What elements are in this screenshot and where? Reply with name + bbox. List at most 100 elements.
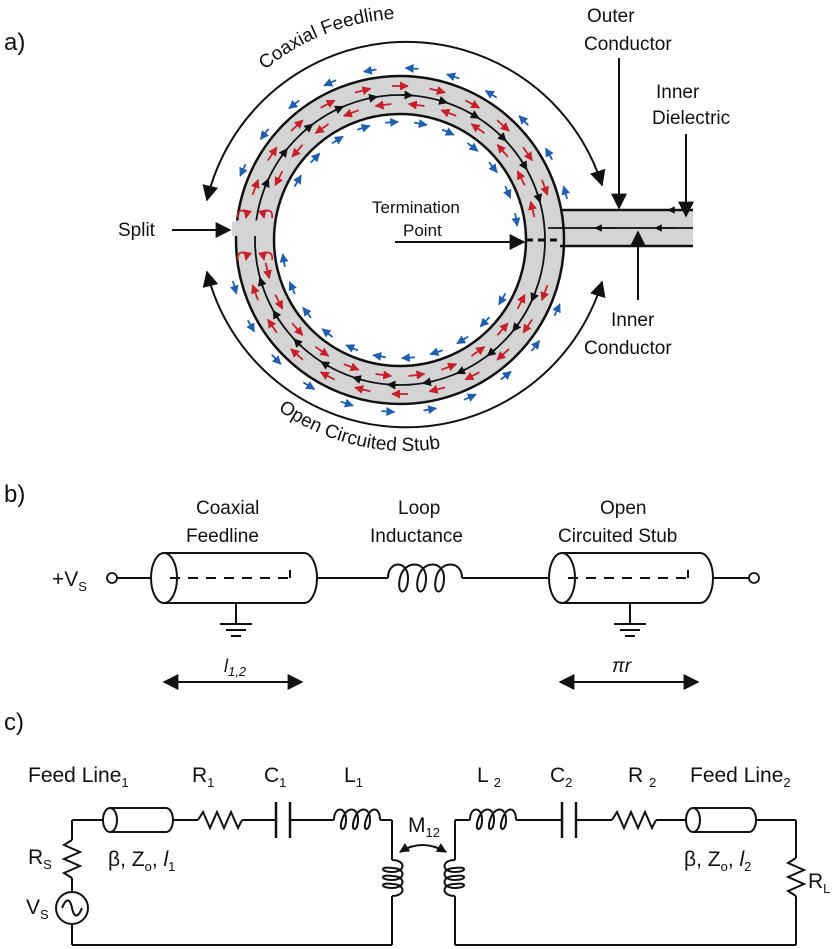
outer-label-1: Outer xyxy=(587,6,635,27)
red-current-arrow xyxy=(464,371,480,381)
red-current-arrow xyxy=(342,108,360,118)
rs-resistor xyxy=(61,839,83,879)
params2-label: β, Zo, l2 xyxy=(684,848,751,874)
feed1-label: Feed Line1 xyxy=(28,764,129,790)
blue-current-arrow xyxy=(288,99,300,110)
dielectric-ring xyxy=(236,76,564,404)
blue-current-arrow xyxy=(423,405,438,415)
blue-current-arrow xyxy=(239,163,248,177)
blue-current-arrow xyxy=(321,328,334,338)
blue-current-arrow xyxy=(309,152,321,164)
termination-label-1: Termination xyxy=(372,198,460,217)
red-current-arrow xyxy=(496,119,510,132)
inner-current-arrow xyxy=(272,309,282,320)
split-curl-arrow xyxy=(236,209,252,219)
red-current-arrow xyxy=(354,86,372,95)
red-current-arrow xyxy=(320,99,336,109)
red-current-arrow xyxy=(343,362,360,372)
vs-label: +VS xyxy=(52,568,87,594)
blue-current-arrow xyxy=(446,72,460,82)
blue-current-arrow xyxy=(288,281,297,295)
split-curl-arrow xyxy=(258,251,274,261)
termination-label-2: Point xyxy=(403,221,442,240)
red-current-arrow xyxy=(354,385,371,394)
params1-label: β, Zo, l1 xyxy=(108,848,175,874)
inner-current-arrow xyxy=(455,366,467,375)
blue-current-arrow xyxy=(345,344,359,353)
l2-inductor xyxy=(469,808,517,830)
coax-feedline-symbol xyxy=(150,552,318,637)
panel-label-b: b) xyxy=(4,481,25,508)
blue-current-arrow xyxy=(229,280,239,295)
inner-current-arrow xyxy=(402,90,414,100)
blue-current-arrow xyxy=(413,119,428,128)
blue-current-arrow xyxy=(544,147,554,161)
output-terminal xyxy=(748,572,760,584)
vs-label-c: VS xyxy=(26,896,49,922)
red-current-arrow xyxy=(314,123,330,134)
coaxial-feedline-label: Coaxial Feedline xyxy=(255,3,395,74)
r2-label: R 2 xyxy=(628,764,656,790)
inner-conductor-label-1: Inner xyxy=(611,310,655,331)
current-arrows xyxy=(229,64,571,416)
blue-current-arrow xyxy=(372,352,387,361)
blue-current-arrow xyxy=(463,393,477,402)
l1-label: L1 xyxy=(344,764,363,790)
blue-current-arrow xyxy=(530,340,541,352)
blue-current-arrow xyxy=(400,353,415,363)
red-current-arrow xyxy=(291,322,304,336)
blue-current-arrow xyxy=(293,174,302,188)
blue-current-arrow xyxy=(500,370,512,381)
blue-current-arrow xyxy=(552,303,561,317)
inner-current-arrow xyxy=(351,375,363,384)
inner-current-arrow xyxy=(320,360,331,370)
blue-current-arrow xyxy=(362,65,377,75)
blue-current-arrow xyxy=(503,185,512,199)
inner-current-arrow xyxy=(303,123,314,133)
r1-label: R1 xyxy=(192,764,214,790)
inner-conductor-label-2: Conductor xyxy=(584,338,672,359)
red-current-arrow xyxy=(267,146,278,162)
blue-current-arrow xyxy=(271,354,282,365)
red-current-arrow xyxy=(290,348,304,361)
blue-current-arrow xyxy=(246,319,256,333)
open-stub-symbol xyxy=(548,552,714,637)
m12-label: M12 xyxy=(408,814,440,840)
red-current-arrow xyxy=(407,100,425,110)
loop-label-2: Inductance xyxy=(370,526,463,547)
blue-current-arrow xyxy=(511,212,521,227)
blue-current-arrow xyxy=(323,78,337,87)
panel-label-a: a) xyxy=(4,29,25,56)
inner-current-arrow xyxy=(486,347,497,357)
c2-label: C2 xyxy=(550,764,572,790)
red-current-arrow xyxy=(290,119,304,132)
red-current-arrow xyxy=(496,348,510,361)
red-current-arrow xyxy=(319,371,336,381)
rs-label: RS xyxy=(28,846,52,872)
blue-current-arrow xyxy=(340,398,354,408)
red-current-arrow xyxy=(522,318,533,334)
outer-conductor-inner-edge xyxy=(272,112,528,368)
vs-source: +VS xyxy=(52,568,118,594)
vs-terminal xyxy=(106,572,118,584)
red-current-arrow xyxy=(470,123,486,134)
l2-label: L 2 xyxy=(477,764,501,790)
blue-current-arrow xyxy=(302,306,312,319)
inner-current-arrow xyxy=(367,93,379,103)
red-current-arrow xyxy=(408,370,426,380)
blue-current-arrow xyxy=(357,123,371,133)
red-current-arrow xyxy=(440,362,458,372)
feed2-label: Feed Line2 xyxy=(690,764,791,790)
red-current-arrow xyxy=(314,346,330,357)
inner-current-arrow xyxy=(469,110,480,120)
loop-label-1: Loop xyxy=(398,498,440,519)
l1-coupled-coil xyxy=(382,859,404,897)
split-label: Split xyxy=(118,220,156,241)
inner-current-arrow xyxy=(497,132,507,142)
right-circuit xyxy=(443,802,807,946)
coax-label-2: Feedline xyxy=(186,526,259,547)
l1-inductor xyxy=(333,808,381,830)
red-current-arrow xyxy=(375,370,393,380)
inner-current-arrow xyxy=(518,160,528,171)
outer-label-2: Conductor xyxy=(584,34,672,55)
